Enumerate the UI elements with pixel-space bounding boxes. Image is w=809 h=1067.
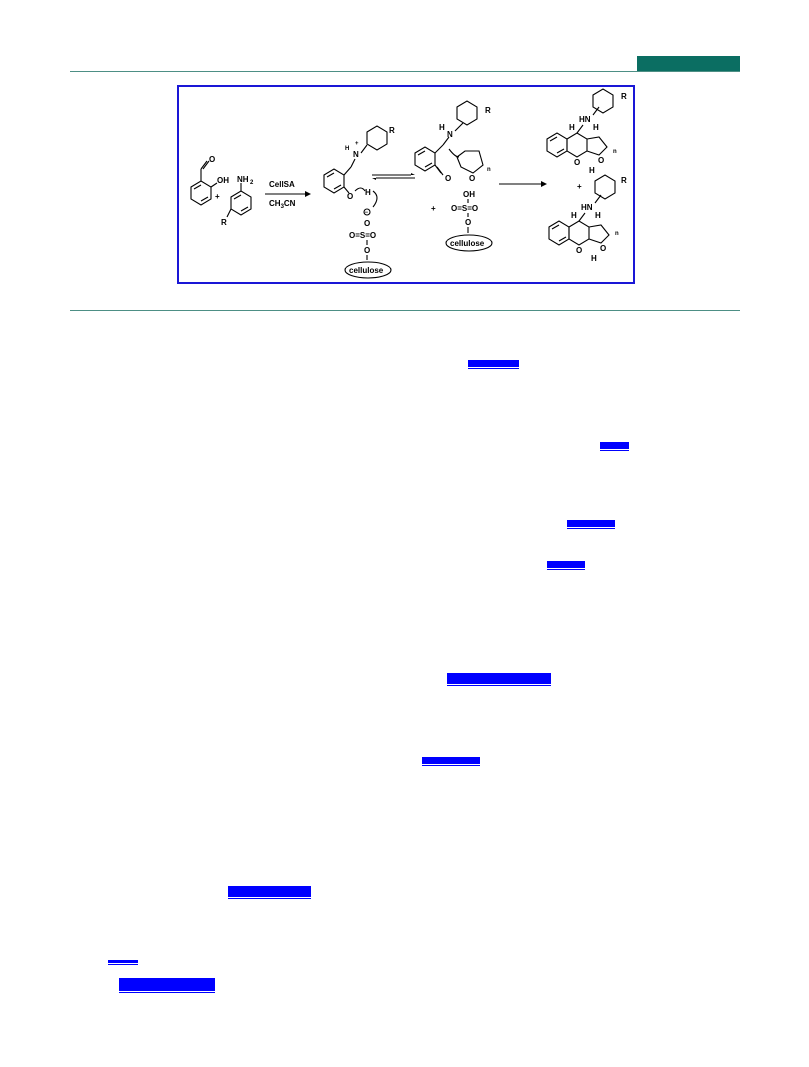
- reaction-scheme: O OH + NH 2 R CellSA CH3CN H: [177, 85, 635, 284]
- product-plus: +: [577, 182, 582, 191]
- svg-text:N: N: [447, 130, 453, 139]
- salicylaldehyde-oh-label: OH: [217, 176, 229, 185]
- svg-text:O: O: [209, 155, 215, 164]
- svg-text:O: O: [347, 192, 353, 201]
- catalyst-label: CellSA: [269, 180, 295, 189]
- citation-link-1[interactable]: [468, 360, 519, 369]
- svg-text:n: n: [613, 149, 617, 155]
- iminium-intermediate: H + N R O H − O O=S=O O cellulose: [323, 125, 395, 279]
- solvent-label: CH3CN: [269, 199, 296, 210]
- product-bottom: O H H HN R O n H: [548, 174, 627, 263]
- svg-text:O: O: [469, 174, 475, 183]
- header-accent-bar: [637, 56, 740, 71]
- svg-text:H: H: [365, 188, 371, 197]
- svg-text:O: O: [364, 246, 370, 255]
- aniline-nh2-label: NH: [237, 175, 249, 184]
- svg-text:H: H: [591, 254, 597, 263]
- svg-text:O=S=O: O=S=O: [451, 204, 478, 213]
- svg-text:H: H: [593, 123, 599, 132]
- citation-link-3[interactable]: [567, 520, 615, 529]
- reactant-plus: +: [215, 192, 220, 201]
- svg-text:HN: HN: [581, 203, 593, 212]
- scheme-top-rule: [70, 71, 740, 72]
- citation-link-7[interactable]: [228, 886, 311, 899]
- svg-text:O: O: [364, 219, 370, 228]
- citation-link-6[interactable]: [422, 757, 480, 766]
- citation-link-8[interactable]: [108, 960, 138, 965]
- svg-text:H: H: [571, 211, 577, 220]
- svg-text:O: O: [600, 244, 606, 253]
- svg-text:O=S=O: O=S=O: [349, 231, 376, 240]
- citation-link-5[interactable]: [447, 673, 551, 686]
- quinone-methide-intermediate: O H N R O n + OH O=S=O O cellulose: [414, 100, 493, 252]
- product-top: O H H HN R O n H: [546, 88, 627, 175]
- scheme-bottom-rule: [70, 310, 740, 311]
- svg-text:R: R: [621, 92, 627, 101]
- svg-text:HN: HN: [579, 115, 591, 124]
- svg-text:+: +: [355, 141, 359, 147]
- svg-text:H: H: [345, 146, 349, 152]
- aniline-structure: NH 2 R: [221, 175, 254, 227]
- cellulose-label-2: cellulose: [450, 239, 485, 248]
- svg-text:R: R: [389, 126, 395, 135]
- svg-text:O: O: [598, 156, 604, 165]
- citation-link-9[interactable]: [119, 978, 215, 993]
- svg-text:O: O: [576, 246, 582, 255]
- svg-text:−: −: [365, 210, 369, 216]
- svg-text:H: H: [595, 211, 601, 220]
- svg-text:2: 2: [250, 180, 254, 186]
- citation-link-2[interactable]: [600, 442, 629, 451]
- svg-text:H: H: [439, 123, 445, 132]
- aniline-r-label: R: [221, 218, 227, 227]
- svg-text:n: n: [487, 167, 491, 173]
- svg-text:O: O: [445, 174, 451, 183]
- svg-text:H: H: [569, 123, 575, 132]
- citation-link-4[interactable]: [547, 561, 585, 570]
- svg-text:+: +: [431, 204, 436, 213]
- svg-text:OH: OH: [463, 190, 475, 199]
- svg-text:H: H: [589, 166, 595, 175]
- svg-text:n: n: [615, 231, 619, 237]
- svg-text:O: O: [574, 158, 580, 167]
- cellulose-label-1: cellulose: [349, 266, 384, 275]
- svg-text:R: R: [621, 176, 627, 185]
- svg-text:N: N: [353, 150, 359, 159]
- svg-text:R: R: [485, 106, 491, 115]
- reaction-scheme-drawing: O OH + NH 2 R CellSA CH3CN H: [190, 88, 627, 279]
- svg-text:O: O: [465, 218, 471, 227]
- salicylaldehyde-structure: O OH: [190, 155, 229, 206]
